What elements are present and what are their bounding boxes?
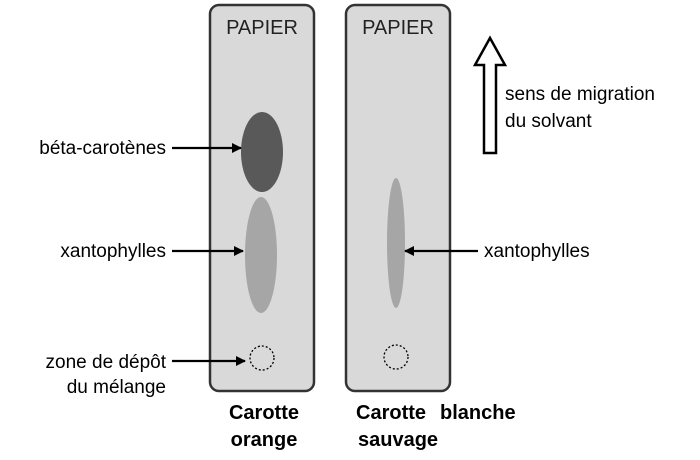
label-beta-carotenes: béta-carotènes (39, 138, 166, 159)
beta-carotene-spot (241, 112, 283, 192)
deposit-zone-orange (249, 345, 275, 371)
migration-direction-arrow (472, 35, 508, 155)
strip-title-orange: PAPIER (226, 17, 298, 39)
caption-white-line1b: blanche (440, 402, 516, 424)
caption-orange-line1: Carotte (229, 402, 299, 424)
label-deposit-line1: zone de dépôt (46, 352, 167, 373)
xanthophyll-spot-white (387, 178, 405, 308)
caption-orange-line2: orange (231, 429, 298, 451)
strip-title-white: PAPIER (362, 17, 434, 39)
label-deposit-line2: du mélange (67, 377, 166, 398)
label-migration-line2: du solvant (505, 111, 592, 132)
label-xanthophylls-left: xantophylles (60, 241, 166, 262)
caption-white-line2: sauvage (358, 429, 438, 451)
xanthophyll-spot-orange (245, 197, 277, 313)
deposit-zone-white (383, 344, 409, 370)
label-xanthophylls-right: xantophylles (484, 241, 590, 262)
label-migration-line1: sens de migration (505, 84, 655, 105)
caption-white-line1a: Carotte (356, 402, 426, 424)
